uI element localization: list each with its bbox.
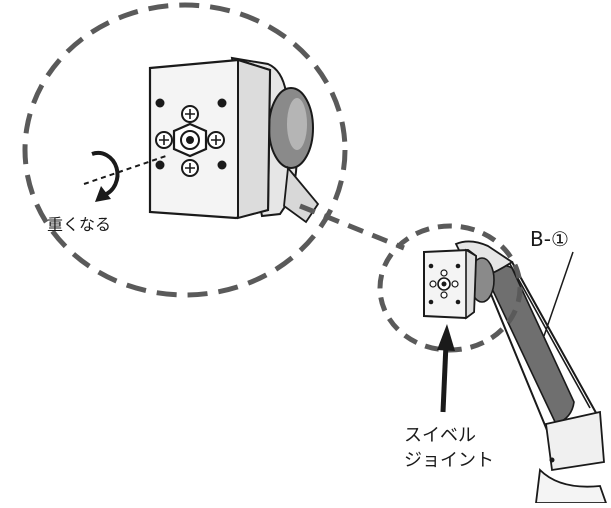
rotation-arrow-icon: [91, 150, 120, 202]
rotation-axis: [83, 155, 167, 185]
monitor-arm: [454, 240, 608, 504]
part-code-label: B-①: [530, 227, 569, 251]
screw: [181, 105, 199, 123]
vesa-plate-small: [423, 248, 495, 320]
part-code-leader: [543, 251, 574, 337]
pointer-arrow-icon: [437, 324, 455, 413]
screw: [207, 131, 225, 149]
vesa-plate-large: [148, 58, 272, 220]
heavier-label: 重くなる: [47, 215, 111, 234]
magnify-circle: [22, 2, 348, 298]
plate-hole: [217, 98, 227, 108]
magnify-connector: [299, 203, 405, 251]
swivel-joint-label-line1: スイベル: [404, 425, 476, 446]
magnified-view: 重くなる: [22, 2, 348, 298]
plate-hole: [155, 98, 165, 108]
swivel-joint-label-line2: ジョイント: [404, 450, 494, 471]
plate-hole: [155, 160, 165, 170]
plate-hole: [217, 160, 227, 170]
screw: [181, 159, 199, 177]
screw: [155, 131, 173, 149]
